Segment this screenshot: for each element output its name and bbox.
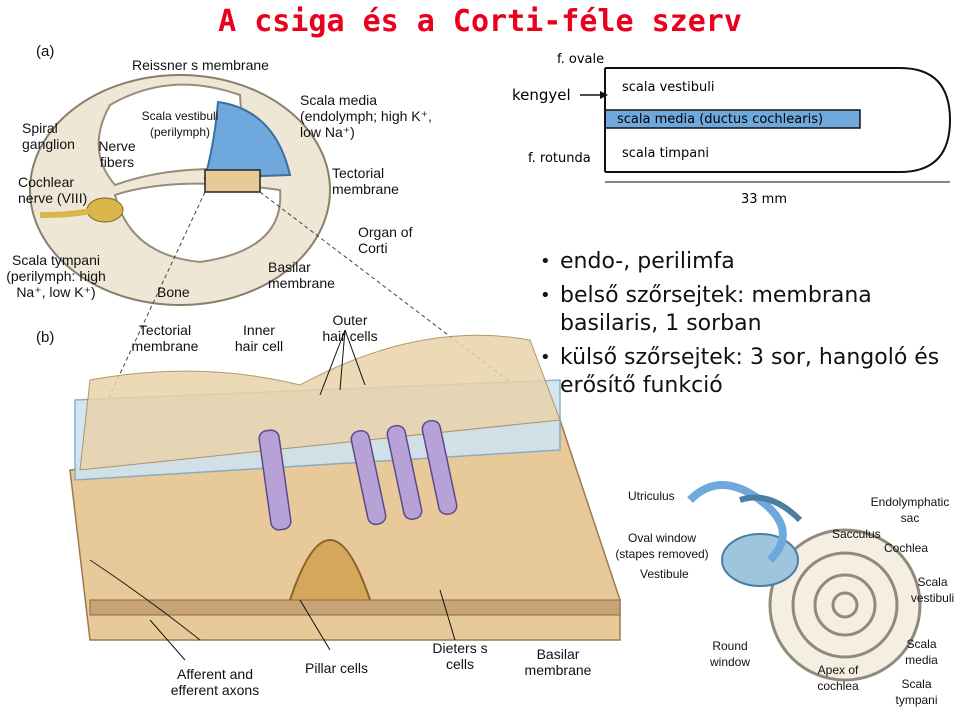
bullet-list: endo-, perilimfa belső szőrsejtek: membr… <box>540 248 950 406</box>
label-f-rotunda: f. rotunda <box>528 151 591 166</box>
label-scala-vestibuli-a: Scala vestibuli (perilymph) <box>141 109 219 139</box>
label-tectorial-a: Tectorial membrane <box>332 165 399 197</box>
organ-of-corti-detail <box>69 334 621 641</box>
label-scala-tympani-ie: Scala tympani <box>895 677 938 707</box>
label-outer-hair-cells: Outer hair cells <box>322 312 378 344</box>
label-dieters-cells: Dieters s cells <box>432 640 488 672</box>
bullet-item: endo-, perilimfa <box>540 248 950 276</box>
label-scala-media-ie: Scala media <box>905 637 938 667</box>
label-scala-vestibuli-ie: Scala vestibuli <box>910 575 955 605</box>
panel-b-label: (b) <box>36 329 55 346</box>
label-tectorial-b: Tectorial membrane <box>131 322 199 354</box>
label-basilar-a: Basilar membrane <box>268 259 335 291</box>
label-afferent-axons: Afferent and efferent axons <box>170 666 260 698</box>
label-scala-media-a: Scala media (endolymph; high K⁺, low Na⁺… <box>300 92 432 140</box>
label-round-window: Round window <box>709 639 751 669</box>
label-reissner: Reissner s membrane <box>132 57 269 73</box>
label-f-ovale: f. ovale <box>557 52 605 67</box>
label-cochlea: Cochlea <box>884 541 929 555</box>
label-kengyel: kengyel <box>512 86 571 104</box>
label-vestibule: Vestibule <box>640 567 689 581</box>
label-organ-corti: Organ of Corti <box>358 224 413 256</box>
label-endolymphatic: Endolymphatic sac <box>870 495 950 525</box>
label-utriculus: Utriculus <box>628 489 675 503</box>
label-scala-media-schem: scala media (ductus cochlearis) <box>617 112 824 127</box>
label-sacculus: Sacculus <box>832 527 881 541</box>
label-scala-tympani-a: Scala tympani (perilymph: high Na⁺, low … <box>6 252 106 300</box>
label-nerve-fibers: Nerve fibers <box>98 138 136 170</box>
label-bone: Bone <box>157 284 190 300</box>
label-scala-vestibuli-schem: scala vestibuli <box>622 80 715 95</box>
bullet-item: külső szőrsejtek: 3 sor, hangoló és erős… <box>540 344 950 400</box>
label-oval-window: Oval window (stapes removed) <box>615 531 709 561</box>
label-scala-timpani-schem: scala timpani <box>622 146 710 161</box>
label-spiral-ganglion: Spiral ganglion <box>22 120 75 152</box>
label-length: 33 mm <box>741 192 788 207</box>
label-inner-hair-cell: Inner hair cell <box>234 322 284 354</box>
bullet-item: belső szőrsejtek: membrana basilaris, 1 … <box>540 282 950 338</box>
page-title: A csiga és a Corti-féle szerv <box>218 4 742 39</box>
inner-ear-illustration <box>687 481 922 682</box>
label-pillar-cells: Pillar cells <box>305 660 369 676</box>
cochlea-cross-section <box>29 74 331 306</box>
label-basilar-b: Basilar membrane <box>524 646 592 678</box>
label-apex: Apex of cochlea <box>817 663 859 693</box>
uncoiled-cochlea-schematic <box>580 67 952 183</box>
panel-a-label: (a) <box>36 43 55 60</box>
label-cochlear-nerve: Cochlear nerve (VIII) <box>18 174 88 206</box>
